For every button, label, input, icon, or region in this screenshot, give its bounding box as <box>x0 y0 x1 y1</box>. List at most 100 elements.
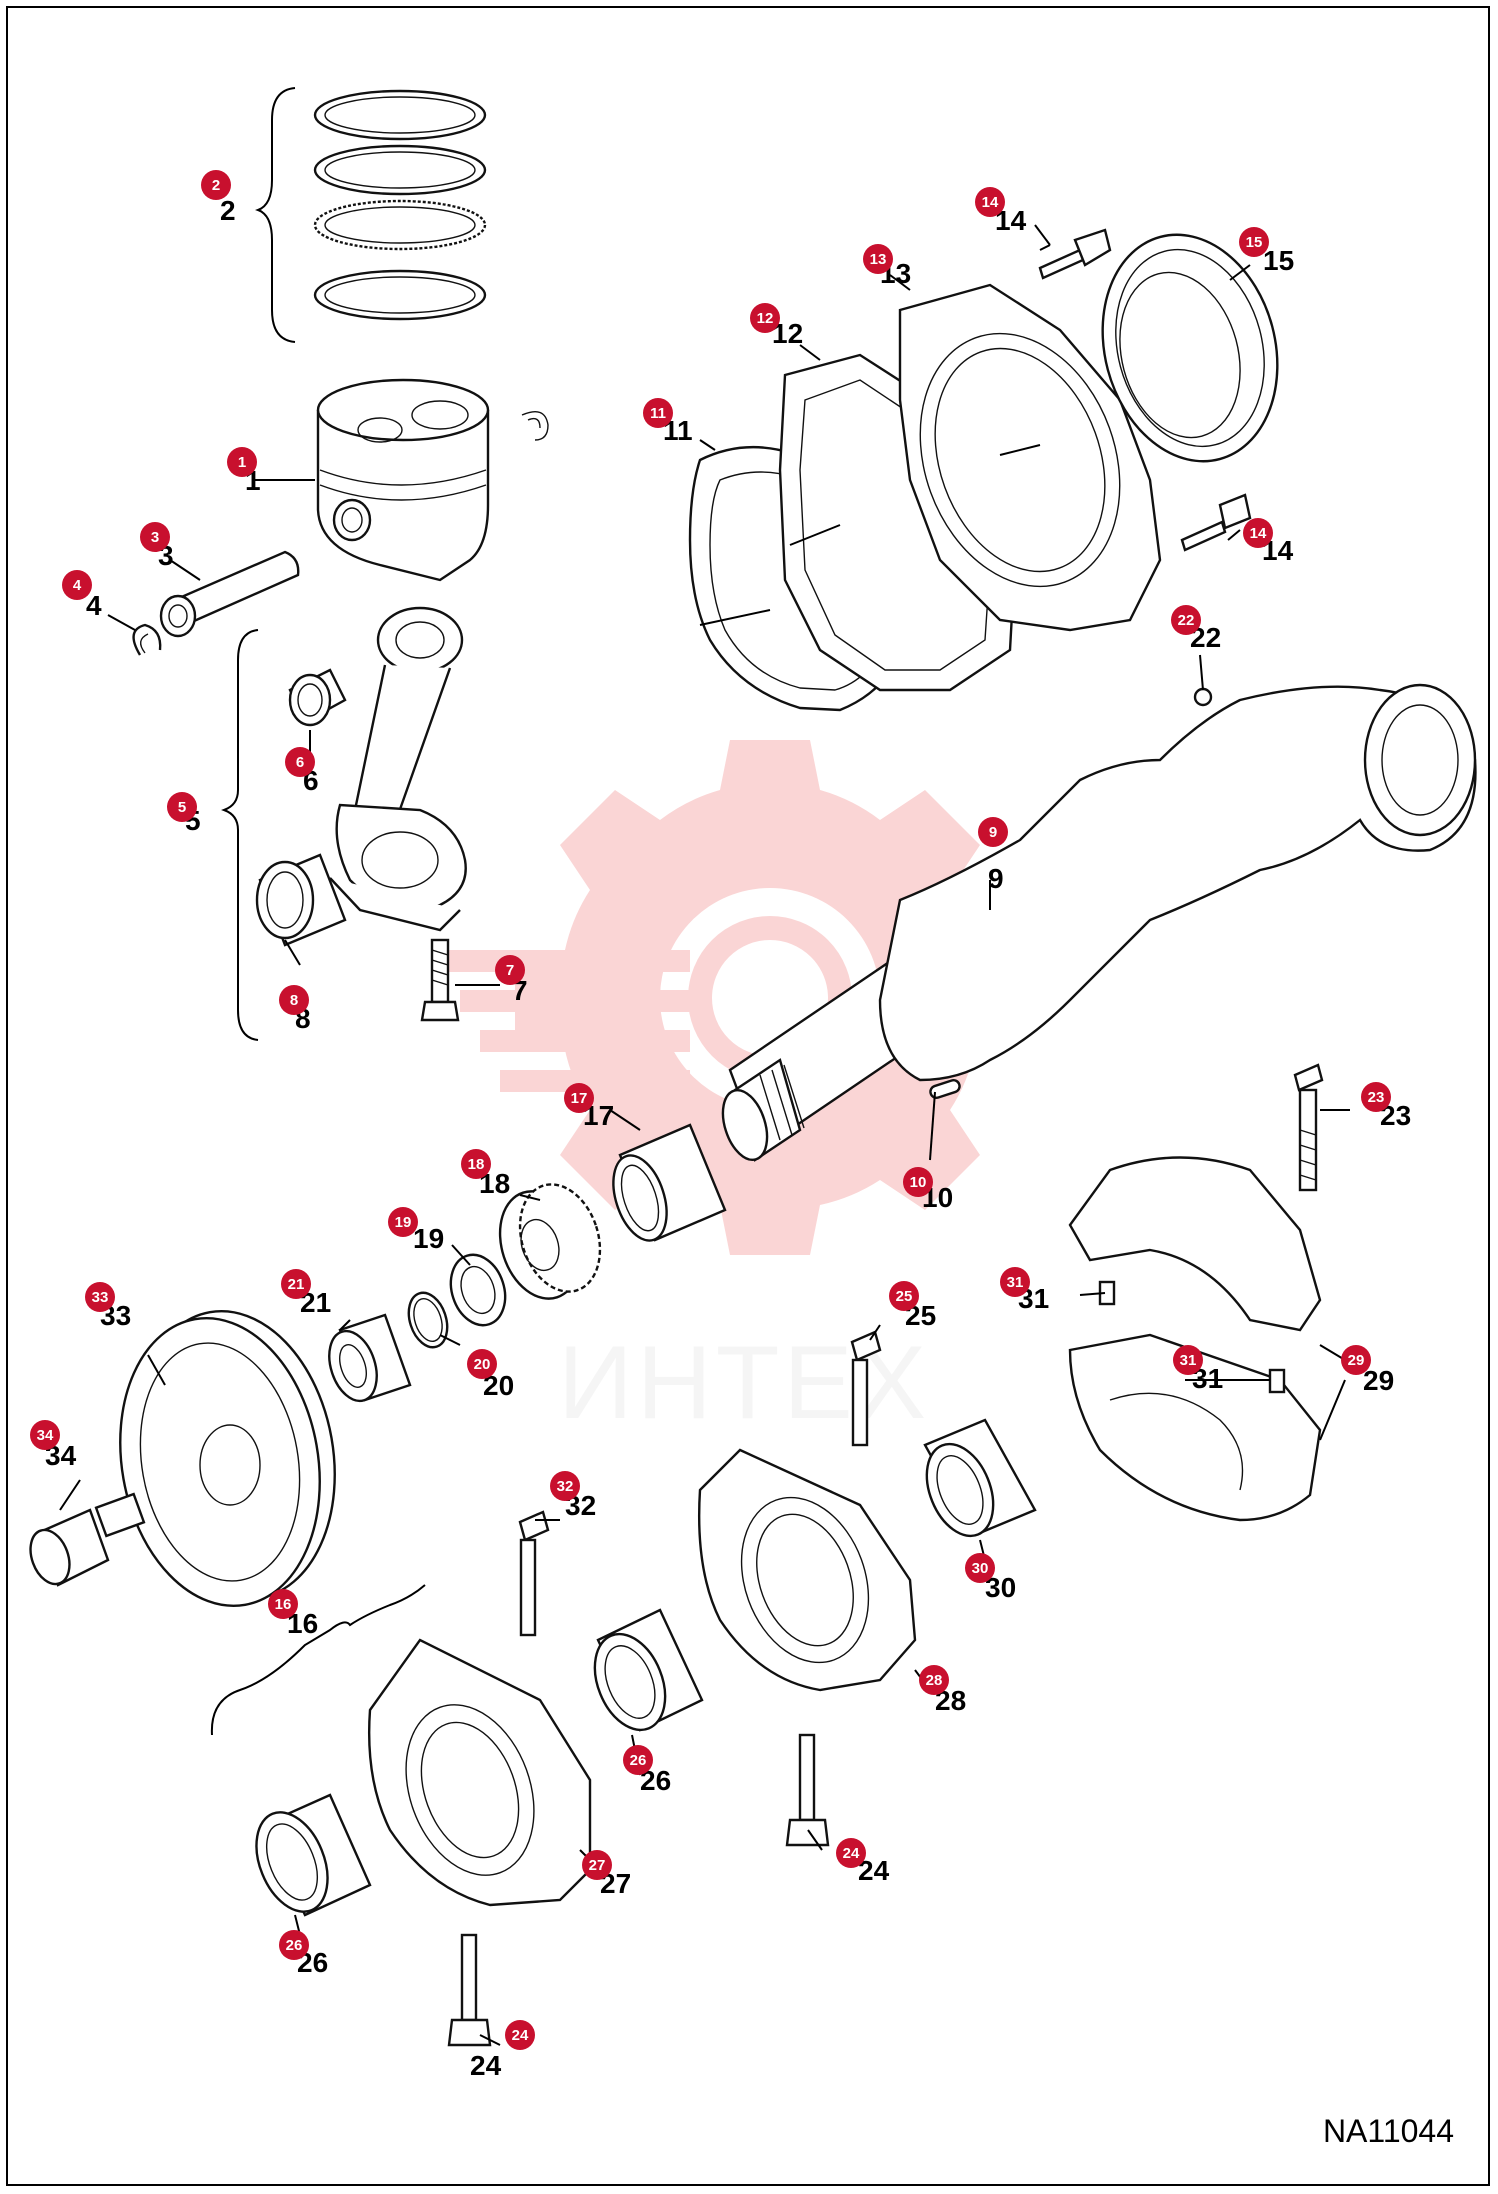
callout-pin-34: 34 <box>30 1420 60 1450</box>
callout-pin-16: 16 <box>268 1589 298 1619</box>
pin-number: 19 <box>395 1214 412 1231</box>
pin-marker-crank-gear <box>461 1149 491 1179</box>
callout-pin-1: 1 <box>227 447 257 477</box>
callout-pin-26: 26 <box>623 1745 653 1775</box>
pulley-drawing <box>29 1309 336 1608</box>
pin-number: 1 <box>238 454 246 471</box>
pin-marker-dowel-pin <box>1000 1267 1030 1297</box>
pin-marker-gasket <box>643 398 673 428</box>
pin-number: 4 <box>73 577 82 594</box>
callout-pin-32: 32 <box>550 1471 580 1501</box>
pin-number: 14 <box>1250 525 1267 542</box>
bearing-case-27-drawing <box>210 1510 592 2047</box>
label-9: 9 <box>988 863 1004 894</box>
callout-pin-4: 4 <box>62 570 92 600</box>
callout-pin-22: 22 <box>1171 605 1201 635</box>
label-15: 15 <box>1263 245 1294 276</box>
pin-number: 29 <box>1348 1352 1365 1369</box>
pin-number: 9 <box>989 824 997 841</box>
pin-marker-rod-bolt <box>495 955 525 985</box>
callout-pin-33: 33 <box>85 1282 115 1312</box>
callout-pin-10: 10 <box>903 1167 933 1197</box>
pin-number: 24 <box>843 1845 860 1862</box>
pin-number: 11 <box>650 405 666 422</box>
callout-pin-14-b: 14 <box>1243 518 1273 548</box>
label-4: 4 <box>86 590 102 621</box>
watermark-gear <box>515 740 1025 1255</box>
label-19: 19 <box>413 1223 444 1254</box>
bearing-shell-26a-drawing <box>593 1608 704 1732</box>
seal-bolts-drawing <box>1038 228 1279 552</box>
pin-marker-oil-seal <box>1239 227 1269 257</box>
pin-marker-o-ring <box>467 1349 497 1379</box>
callout-pin-26-b: 26 <box>279 1930 309 1960</box>
callout-pin-14: 14 <box>975 187 1005 217</box>
callout-pin-21: 21 <box>281 1269 311 1299</box>
piston-rings-drawing <box>255 87 487 343</box>
pin-marker-bearing-shell-30 <box>965 1553 995 1583</box>
pin-number: 14 <box>982 194 999 211</box>
gaskets-drawing <box>688 283 1162 712</box>
pin-marker-bearing-case-27 <box>582 1850 612 1880</box>
pin-number: 7 <box>506 962 514 979</box>
pin-marker-main-bearing-shell <box>279 1930 309 1960</box>
callout-pin-15: 15 <box>1239 227 1269 257</box>
pin-number: 26 <box>630 1752 647 1769</box>
pin-number: 12 <box>757 310 774 327</box>
pin-number: 25 <box>896 1288 913 1305</box>
front-parts-drawing <box>328 1123 727 1403</box>
callout-pin-19: 19 <box>388 1207 418 1237</box>
rear-case-drawing <box>1068 1063 1324 1522</box>
pin-number: 5 <box>178 799 186 816</box>
pin-number: 8 <box>290 992 298 1009</box>
pin-marker-pulley-nut <box>30 1420 60 1450</box>
pin-marker-snap-ring <box>62 570 92 600</box>
pin-marker-bearing-case-29 <box>1341 1345 1371 1375</box>
pin-number: 26 <box>286 1937 303 1954</box>
pin-number: 28 <box>926 1672 943 1689</box>
pin-marker-spacer <box>281 1269 311 1299</box>
callout-pin-12: 12 <box>750 303 780 333</box>
pin-marker-dowel-pin <box>1173 1345 1203 1375</box>
callout-pin-13: 13 <box>863 244 893 274</box>
pin-number: 6 <box>296 754 304 771</box>
pin-number: 27 <box>589 1857 606 1874</box>
pin-number: 30 <box>972 1560 989 1577</box>
callout-pin-29: 29 <box>1341 1345 1371 1375</box>
pin-marker-case-screw <box>836 1838 866 1868</box>
pin-marker-case-bolt-32 <box>550 1471 580 1501</box>
pin-number: 23 <box>1368 1089 1385 1106</box>
pin-number: 22 <box>1178 612 1195 629</box>
pin-marker-case-screw <box>505 2020 535 2050</box>
callout-pin-20: 20 <box>467 1349 497 1379</box>
pin-number: 33 <box>92 1289 109 1306</box>
pin-number: 32 <box>557 1478 574 1495</box>
pin-marker-rod-bearing <box>279 985 309 1015</box>
pin-number: 3 <box>151 529 159 546</box>
callout-pin-5: 5 <box>167 792 197 822</box>
callout-pin-24: 24 <box>836 1838 866 1868</box>
diagram-frame <box>6 6 1490 2186</box>
pin-marker-piston <box>227 447 257 477</box>
pin-number: 17 <box>571 1090 588 1107</box>
pin-marker-front-bushing <box>564 1083 594 1113</box>
pin-marker-collar <box>388 1207 418 1237</box>
pin-number: 24 <box>512 2027 529 2044</box>
callout-pin-31-b: 31 <box>1173 1345 1203 1375</box>
bearing-case-28-drawing <box>697 1330 917 1847</box>
pin-marker-case-bolt <box>1361 1082 1391 1112</box>
pin-marker-key <box>903 1167 933 1197</box>
crankshaft-drawing <box>721 683 1477 1162</box>
callout-pin-7: 7 <box>495 955 525 985</box>
pin-marker-case-bolt-25 <box>889 1281 919 1311</box>
piston-drawing <box>316 378 549 582</box>
pin-marker-oil-seal-case <box>863 244 893 274</box>
pin-number: 18 <box>468 1156 485 1173</box>
callout-pin-28: 28 <box>919 1665 949 1695</box>
pin-number: 34 <box>37 1427 54 1444</box>
bearing-shell-30-drawing <box>923 1418 1037 1538</box>
callout-pin-11: 11 <box>643 398 673 428</box>
callout-pin-3: 3 <box>140 522 170 552</box>
pin-marker-bolt <box>1243 518 1273 548</box>
